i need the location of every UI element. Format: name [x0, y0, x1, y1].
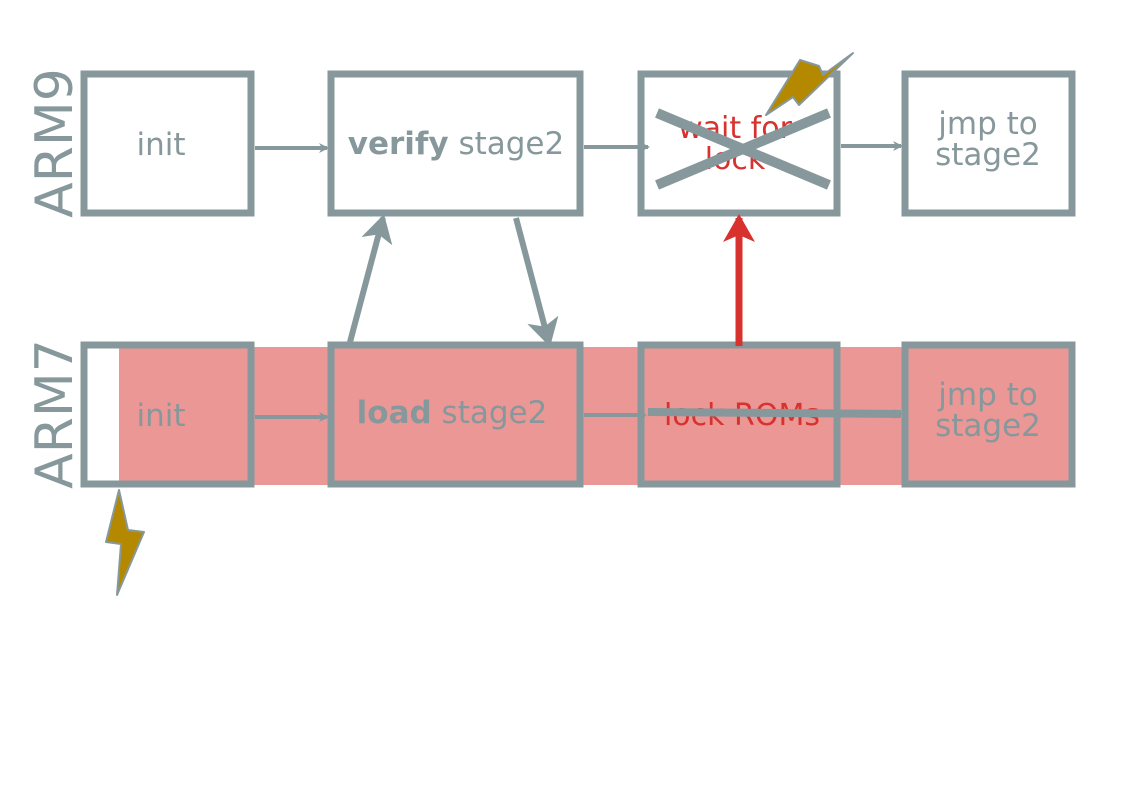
- arm7-load-bold: load: [357, 395, 432, 431]
- arm9-verify-box: [327, 70, 584, 217]
- arm9-row-label: ARM9: [25, 68, 85, 218]
- cross-out-line-b: [655, 108, 831, 190]
- arm7-jmp-line2: stage2: [935, 408, 1041, 444]
- arm7-row-label: ARM7: [25, 339, 85, 489]
- arm7-jmp-box: [901, 341, 1076, 488]
- arm7-load-label: load stage2: [357, 395, 548, 431]
- arm9-init-label: init: [136, 127, 185, 163]
- arm7-init-label: init: [136, 398, 185, 434]
- arm7-init-box: [80, 341, 255, 488]
- lightning-bolt-icon: [765, 52, 854, 116]
- arm7-load-rest: stage2: [432, 395, 548, 431]
- arm9-jmp-line2: stage2: [935, 137, 1041, 173]
- arm7-jmp-line1: jmp to: [937, 377, 1037, 413]
- arm7-load-box: [327, 341, 584, 488]
- arm9-jmp-box: [901, 70, 1076, 217]
- arm9-verify-rest: stage2: [449, 126, 565, 162]
- arm9-jmp-line1: jmp to: [937, 106, 1037, 142]
- arrow-verify-to-load: [513, 217, 559, 347]
- lightning-bolt-icon: [105, 489, 145, 596]
- arm9-verify-bold: verify: [348, 126, 449, 162]
- arm9-verify-label: verify stage2: [348, 126, 564, 162]
- arm9-init-box: [80, 70, 255, 217]
- arrow-arm7-to-verify: [347, 214, 393, 343]
- arrow-arm7-lock-to-jmp: [647, 408, 903, 419]
